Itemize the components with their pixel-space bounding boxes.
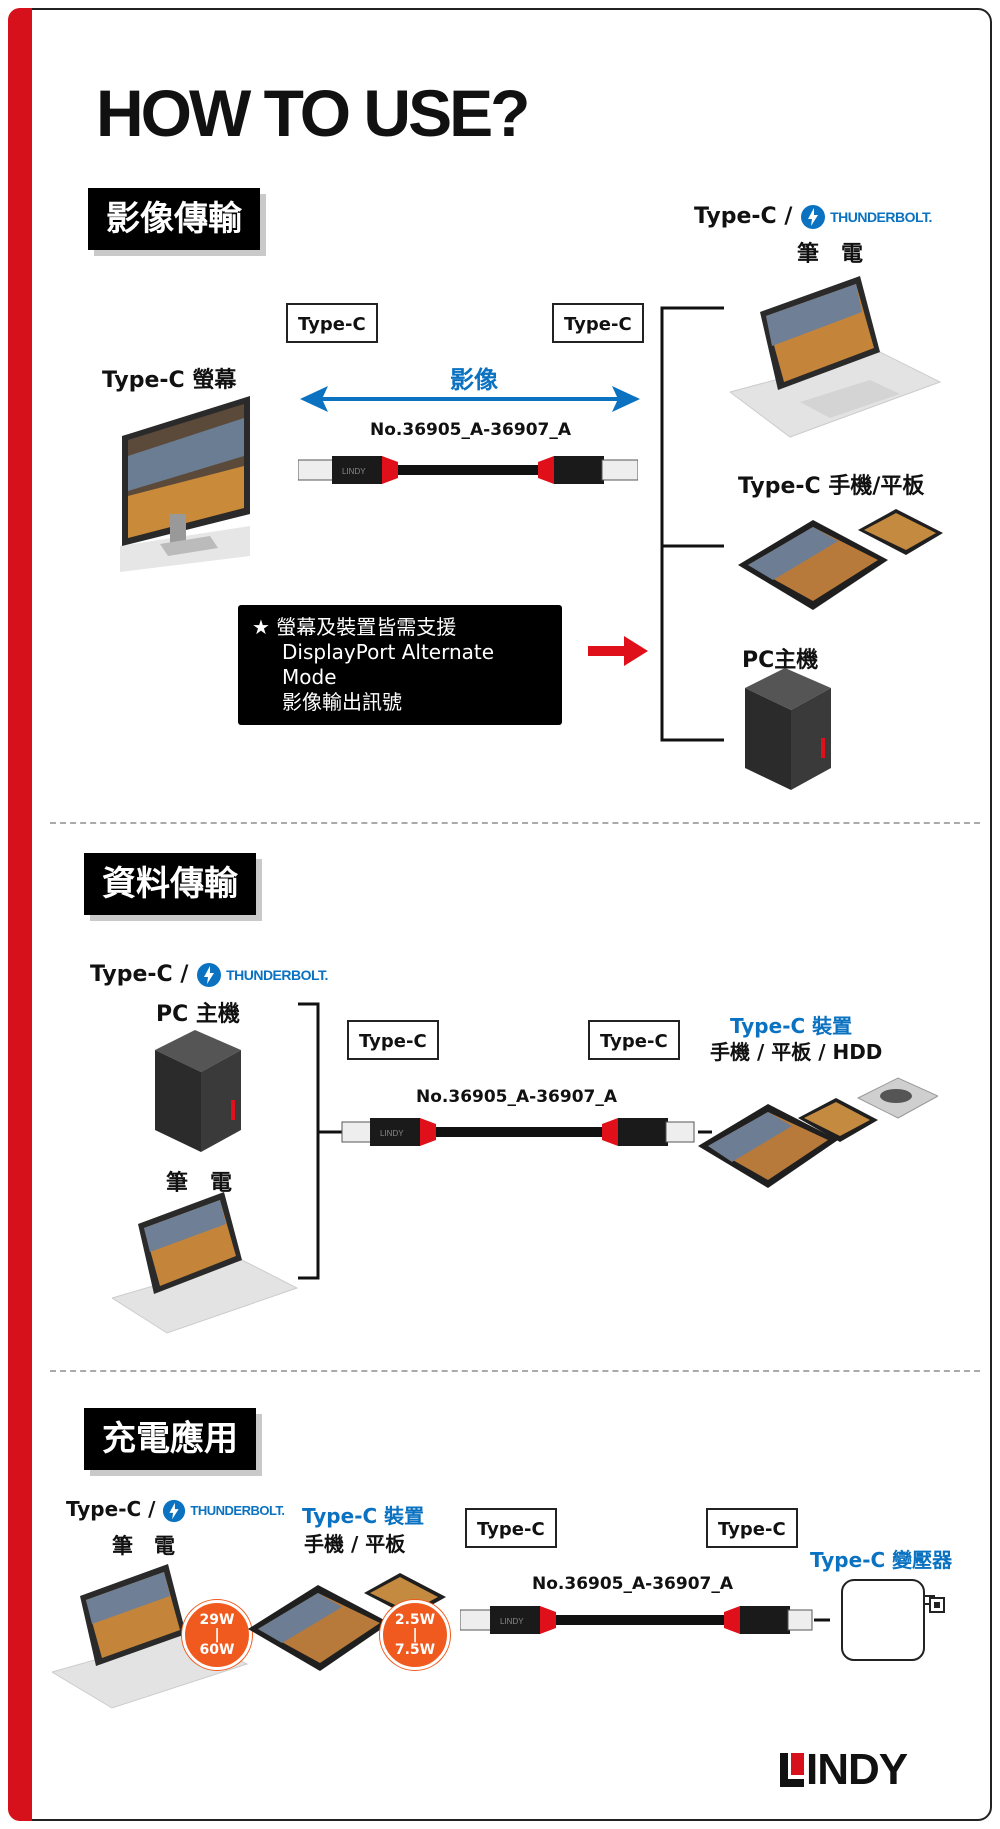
badge-separator: | [412,1626,418,1643]
laptop-illustration-data [112,1192,299,1334]
lindy-logo-text: INDY [806,1745,908,1794]
device-badge-max: 7.5W [394,1641,436,1658]
charge-device-label: Type-C 裝置 [302,1504,425,1528]
data-devices-illustration [698,1077,938,1188]
note-line-1: ★ 螢幕及裝置皆需支援 [252,615,457,639]
monitor-label: Type-C 螢幕 [102,368,237,393]
video-laptop-label: Type-C / THUNDERBOLT. [694,204,932,230]
video-cable: LINDY [298,456,638,484]
charge-cable-brand-left: LINDY [500,1617,524,1626]
thunderbolt-icon [197,963,222,987]
thunderbolt-text: THUNDERBOLT. [226,967,328,983]
thunderbolt-logo-data: THUNDERBOLT. [196,962,328,988]
lindy-logo: INDY [780,1745,908,1795]
section-heading-charge: 充電應用 [84,1408,256,1470]
video-arrow-label: 影像 [450,366,498,394]
data-cable-brand-left: LINDY [380,1129,404,1138]
thunderbolt-text: THUNDERBOLT. [830,209,932,225]
page-title: HOW TO USE? [96,76,530,150]
data-bracket [298,1002,326,1280]
data-laptop-label: 筆 電 [166,1171,233,1196]
video-bidirectional-arrow [300,386,640,412]
section-divider-2 [50,1370,980,1372]
laptop-illustration-video [730,276,942,438]
tablet-phone-illustration [738,509,943,610]
thunderbolt-logo-charge: THUNDERBOLT. [162,1499,285,1523]
pc-label: PC主機 [742,648,819,673]
device-badge-min: 2.5W [394,1611,436,1628]
data-connector-tag-left: Type-C [347,1020,439,1060]
charge-device-sub: 手機 / 平板 [304,1532,406,1556]
section-heading-video: 影像傳輸 [88,188,260,250]
charge-laptop-prefix: Type-C / [66,1497,156,1521]
device-power-badge: 2.5W | 7.5W [380,1600,450,1670]
charge-connector-tag-left: Type-C [465,1508,557,1548]
thunderbolt-text: THUNDERBOLT. [190,1503,285,1518]
charge-cable-model: No.36905_A-36907_A [532,1574,734,1594]
badge-separator: | [214,1626,220,1643]
pc-tower-illustration-video [745,668,831,790]
lindy-logo-mark [780,1753,804,1787]
pc-tower-illustration-data [155,1030,241,1152]
thunderbolt-icon [163,1499,186,1522]
video-cable-brand-left: LINDY [342,467,366,476]
data-cable-model: No.36905_A-36907_A [416,1087,618,1107]
note-line-2: DisplayPort Alternate Mode [282,640,495,689]
data-source-label: Type-C / THUNDERBOLT. [90,962,328,988]
laptop-badge-max: 60W [199,1641,235,1658]
laptop-badge-min: 29W [199,1611,235,1628]
section-heading-data: 資料傳輸 [84,853,256,915]
data-connector-tag-right: Type-C [588,1020,680,1060]
connector-tag-left: Type-C [286,303,378,343]
video-requirement-note: ★ 螢幕及裝置皆需支援 DisplayPort Alternate Mode 影… [238,605,562,725]
thunderbolt-logo: THUNDERBOLT. [800,204,932,230]
charge-laptop-label: 筆 電 [112,1534,175,1558]
charge-connector-tag-right: Type-C [706,1508,798,1548]
phone-tablet-label: Type-C 手機/平板 [738,474,925,499]
red-accent-bar [8,8,32,1821]
charge-laptop-source: Type-C / THUNDERBOLT. [66,1497,285,1523]
data-pc-label: PC 主機 [156,1002,240,1027]
video-cable-model: No.36905_A-36907_A [370,420,572,440]
data-source-prefix: Type-C / [90,962,189,987]
laptop-power-badge: 29W | 60W [182,1600,252,1670]
data-cable: LINDY [326,1118,712,1146]
thunderbolt-icon [801,205,826,229]
charge-cable: LINDY [460,1606,830,1634]
monitor-illustration [120,396,250,572]
laptop-illustration-charge [52,1564,249,1709]
section-divider-1 [50,822,980,824]
connector-tag-right: Type-C [552,303,644,343]
data-device-sub: 手機 / 平板 / HDD [710,1040,883,1064]
red-arrow-icon [588,636,648,666]
video-laptop-prefix: Type-C / [694,204,793,229]
video-bracket [660,306,724,742]
note-line-3: 影像輸出訊號 [282,690,402,714]
video-laptop-label2: 筆 電 [797,242,864,267]
charger-label: Type-C 變壓器 [810,1548,953,1572]
charger-illustration [841,1579,945,1661]
data-device-label: Type-C 裝置 [730,1014,853,1038]
